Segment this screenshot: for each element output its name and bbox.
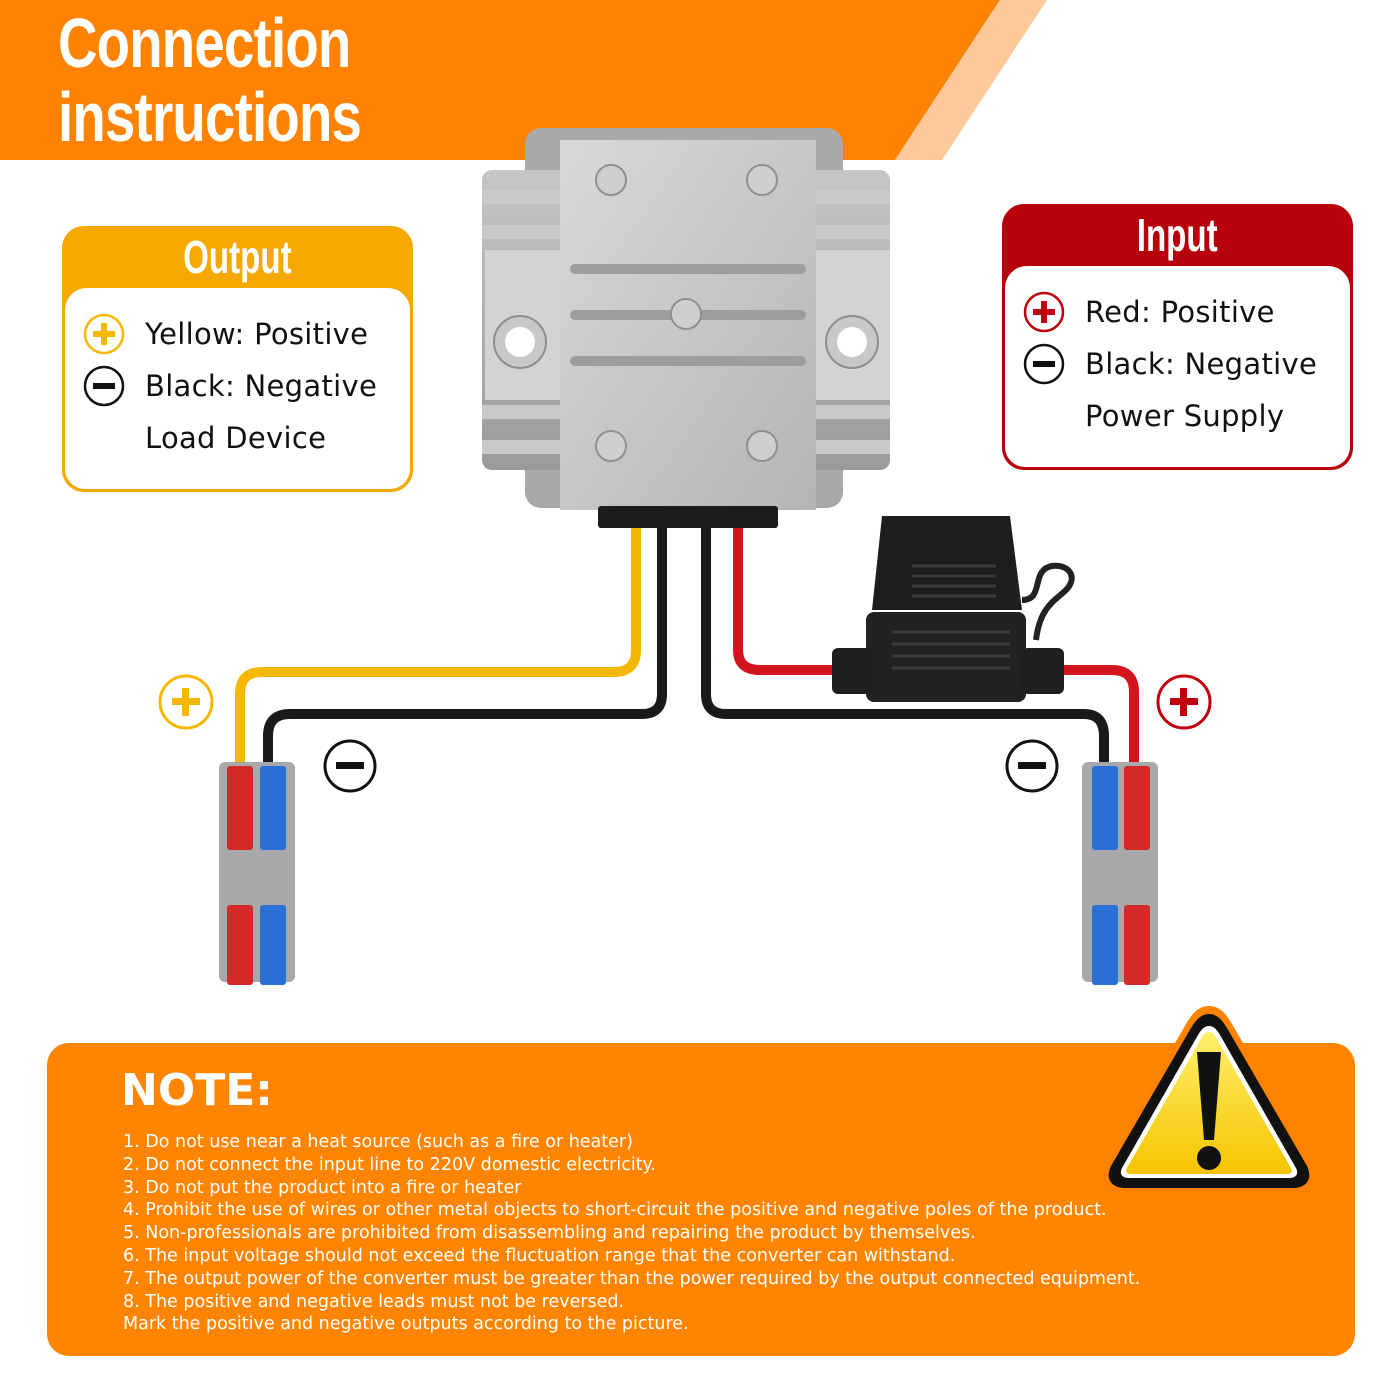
note-item: 5. Non-professionals are prohibited from… [123, 1223, 976, 1244]
input-positive-label: Red: Positive [1085, 295, 1275, 329]
output-negative-marker [323, 739, 377, 793]
note-item: Mark the positive and negative outputs a… [123, 1314, 689, 1335]
yellow-output-wire [235, 515, 641, 775]
note-item: 3. Do not put the product into a fire or… [123, 1177, 522, 1198]
input-row-source: Power Supply [1023, 394, 1284, 438]
output-row-positive: Yellow: Positive [83, 312, 368, 356]
minus-circle-icon [1023, 343, 1065, 385]
output-card-title: Output [183, 231, 292, 283]
header-band [0, 0, 1047, 160]
input-row-negative: Black: Negative [1023, 342, 1317, 386]
note-item: 7. The output power of the converter mus… [123, 1268, 1141, 1289]
input-positive-marker [1156, 674, 1212, 730]
note-item: 2. Do not connect the input line to 220V… [123, 1154, 656, 1175]
wiring-diagram [158, 128, 1212, 985]
minus-circle-icon [83, 365, 125, 407]
note-list: 1. Do not use near a heat source (such a… [123, 1131, 1140, 1336]
input-card-title: Input [1137, 209, 1218, 261]
output-positive-marker [158, 674, 214, 730]
title-line-2: instructions [58, 78, 362, 156]
output-negative-label: Black: Negative [145, 369, 378, 403]
note-item: 8. The positive and negative leads must … [123, 1291, 625, 1312]
note-title: NOTE: [121, 1065, 273, 1116]
plus-circle-icon [83, 313, 125, 355]
header-orange-band [0, 0, 1000, 160]
dc-converter [482, 128, 890, 528]
note-item: 4. Prohibit the use of wires or other me… [123, 1200, 1107, 1221]
header-accent-stripe [895, 0, 1047, 160]
output-lever-connector [219, 762, 295, 985]
note-panel: NOTE: 1. Do not use near a heat source (… [47, 1043, 1355, 1356]
output-row-device: Load Device [83, 416, 326, 460]
plus-circle-icon [1023, 291, 1065, 333]
black-output-wire [263, 515, 667, 775]
fuse-holder [832, 516, 1075, 702]
cable-gland [598, 506, 778, 528]
note-item: 1. Do not use near a heat source (such a… [123, 1132, 633, 1152]
note-item: 6. The input voltage should not exceed t… [123, 1245, 956, 1266]
input-negative-label: Black: Negative [1085, 347, 1318, 381]
input-row-positive: Red: Positive [1023, 290, 1275, 334]
output-row-negative: Black: Negative [83, 364, 377, 408]
output-legend-card: Output Yellow: Positive Black: Negative … [62, 226, 413, 492]
input-lever-connector [1082, 762, 1158, 985]
page-title: Connection instructions [58, 4, 362, 156]
title-line-1: Connection [58, 4, 351, 82]
input-negative-marker [1005, 739, 1059, 793]
warning-triangle-icon [1100, 1006, 1318, 1196]
black-input-wire [701, 515, 1109, 775]
output-device-label: Load Device [145, 421, 327, 455]
input-legend-card: Input Red: Positive Black: Negative Powe… [1002, 204, 1353, 470]
input-source-label: Power Supply [1085, 399, 1285, 433]
output-positive-label: Yellow: Positive [145, 317, 369, 351]
